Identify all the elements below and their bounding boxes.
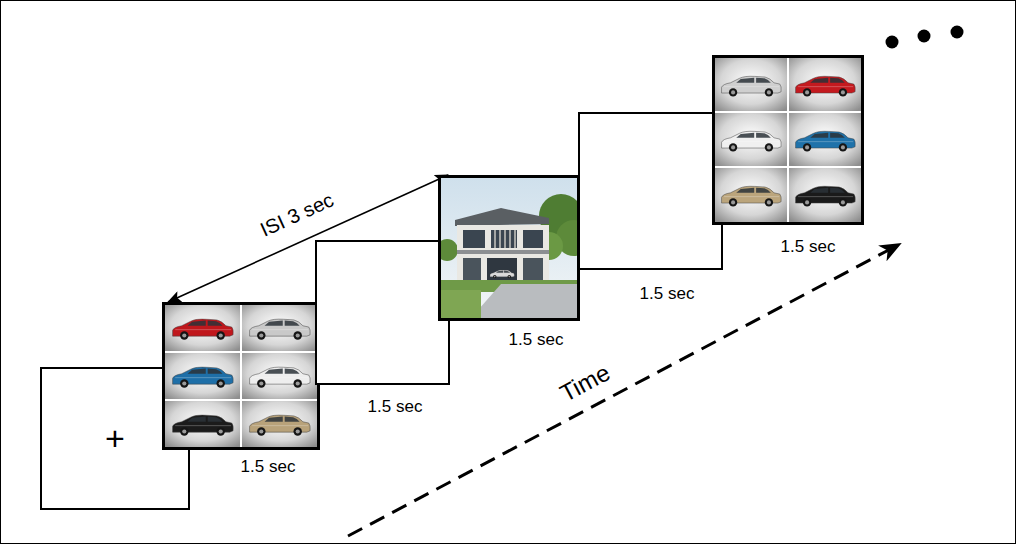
fixation-cross: + — [105, 419, 125, 458]
house-photo — [441, 178, 577, 318]
car-grid-photo-part — [722, 76, 782, 96]
blank-frame: 1.5 sec — [315, 240, 450, 385]
text-holder: 1.5 sec — [640, 284, 695, 304]
car-grid-photo-part — [165, 305, 240, 351]
car-grid-photo-part — [250, 415, 311, 436]
house-photo-part — [495, 230, 515, 248]
blank-frame: 1.5 sec — [578, 112, 723, 270]
car-grid-photo-part — [250, 367, 311, 388]
car-grid-photo-part — [789, 113, 861, 166]
duration-label: 1.5 sec — [241, 457, 296, 477]
house-photo-part — [457, 225, 549, 283]
car-grid-photo-part — [796, 76, 856, 96]
car-grid-photo-part — [165, 401, 240, 447]
text-holder: 1.5 sec — [509, 330, 564, 350]
car-grid-photo-part — [250, 319, 311, 340]
stimulus-frame: 1.5 sec — [162, 302, 320, 450]
house-photo-part — [463, 258, 481, 280]
stimulus-frame: 1.5 sec — [712, 55, 864, 225]
car-grid-photo-part — [722, 186, 782, 206]
duration-label: 1.5 sec — [781, 237, 836, 257]
car-grid-photo — [165, 305, 317, 447]
car-grid-photo-part — [173, 367, 234, 388]
car-grid-photo-part — [173, 319, 234, 340]
car-grid-photo-part — [165, 353, 240, 399]
house-photo-part — [471, 284, 577, 318]
car-grid-photo-part — [165, 305, 317, 447]
ellipsis-dots-part — [918, 30, 931, 43]
car-grid-photo — [715, 58, 861, 222]
house-photo-part-part — [509, 230, 511, 248]
car-grid-photo-part — [789, 58, 861, 111]
car-grid-photo-part — [715, 168, 787, 222]
text-holder: 1.5 sec — [368, 397, 423, 417]
house-photo-part — [463, 230, 485, 248]
car-grid-photo-part — [796, 131, 856, 151]
car-grid-photo-part — [789, 168, 861, 222]
house-photo-part — [523, 230, 543, 248]
ellipsis-dots-part — [886, 36, 899, 49]
axis-label: Time — [555, 359, 614, 408]
car-grid-photo-part — [715, 58, 861, 222]
text-holder: Time — [555, 359, 614, 408]
house-photo-part — [491, 230, 517, 248]
car-grid-photo-part — [242, 401, 317, 447]
house-photo-part — [455, 208, 549, 226]
duration-label: 1.5 sec — [368, 397, 423, 417]
text-holder: ISI 3 sec — [257, 188, 337, 241]
text-holder: 1.5 sec — [241, 457, 296, 477]
text-holder: 1.5 sec — [781, 237, 836, 257]
car-grid-photo-part — [715, 113, 787, 166]
house-photo-part — [457, 250, 549, 254]
car-grid-photo-part — [796, 186, 856, 206]
house-photo-part-part — [494, 230, 496, 248]
house-photo-part — [490, 270, 514, 278]
car-grid-photo-part — [242, 353, 317, 399]
house-photo-part-part — [504, 230, 506, 248]
house-photo-part — [441, 290, 481, 318]
house-photo-part-part — [514, 230, 516, 248]
ellipsis-dots-part — [951, 26, 964, 39]
interval-label: ISI 3 sec — [257, 188, 337, 241]
car-grid-photo-part — [242, 305, 317, 351]
house-photo-part — [523, 258, 543, 280]
stimulus-frame: 1.5 sec — [438, 175, 580, 321]
car-grid-photo-part — [722, 131, 782, 151]
ellipsis-dots — [886, 26, 964, 49]
duration-label: 1.5 sec — [640, 284, 695, 304]
house-photo-part — [487, 258, 517, 282]
house-photo-part — [441, 239, 458, 261]
car-grid-photo-part — [715, 58, 787, 111]
duration-label: 1.5 sec — [509, 330, 564, 350]
house-photo-part-part — [499, 230, 501, 248]
car-grid-photo-part — [173, 415, 234, 436]
